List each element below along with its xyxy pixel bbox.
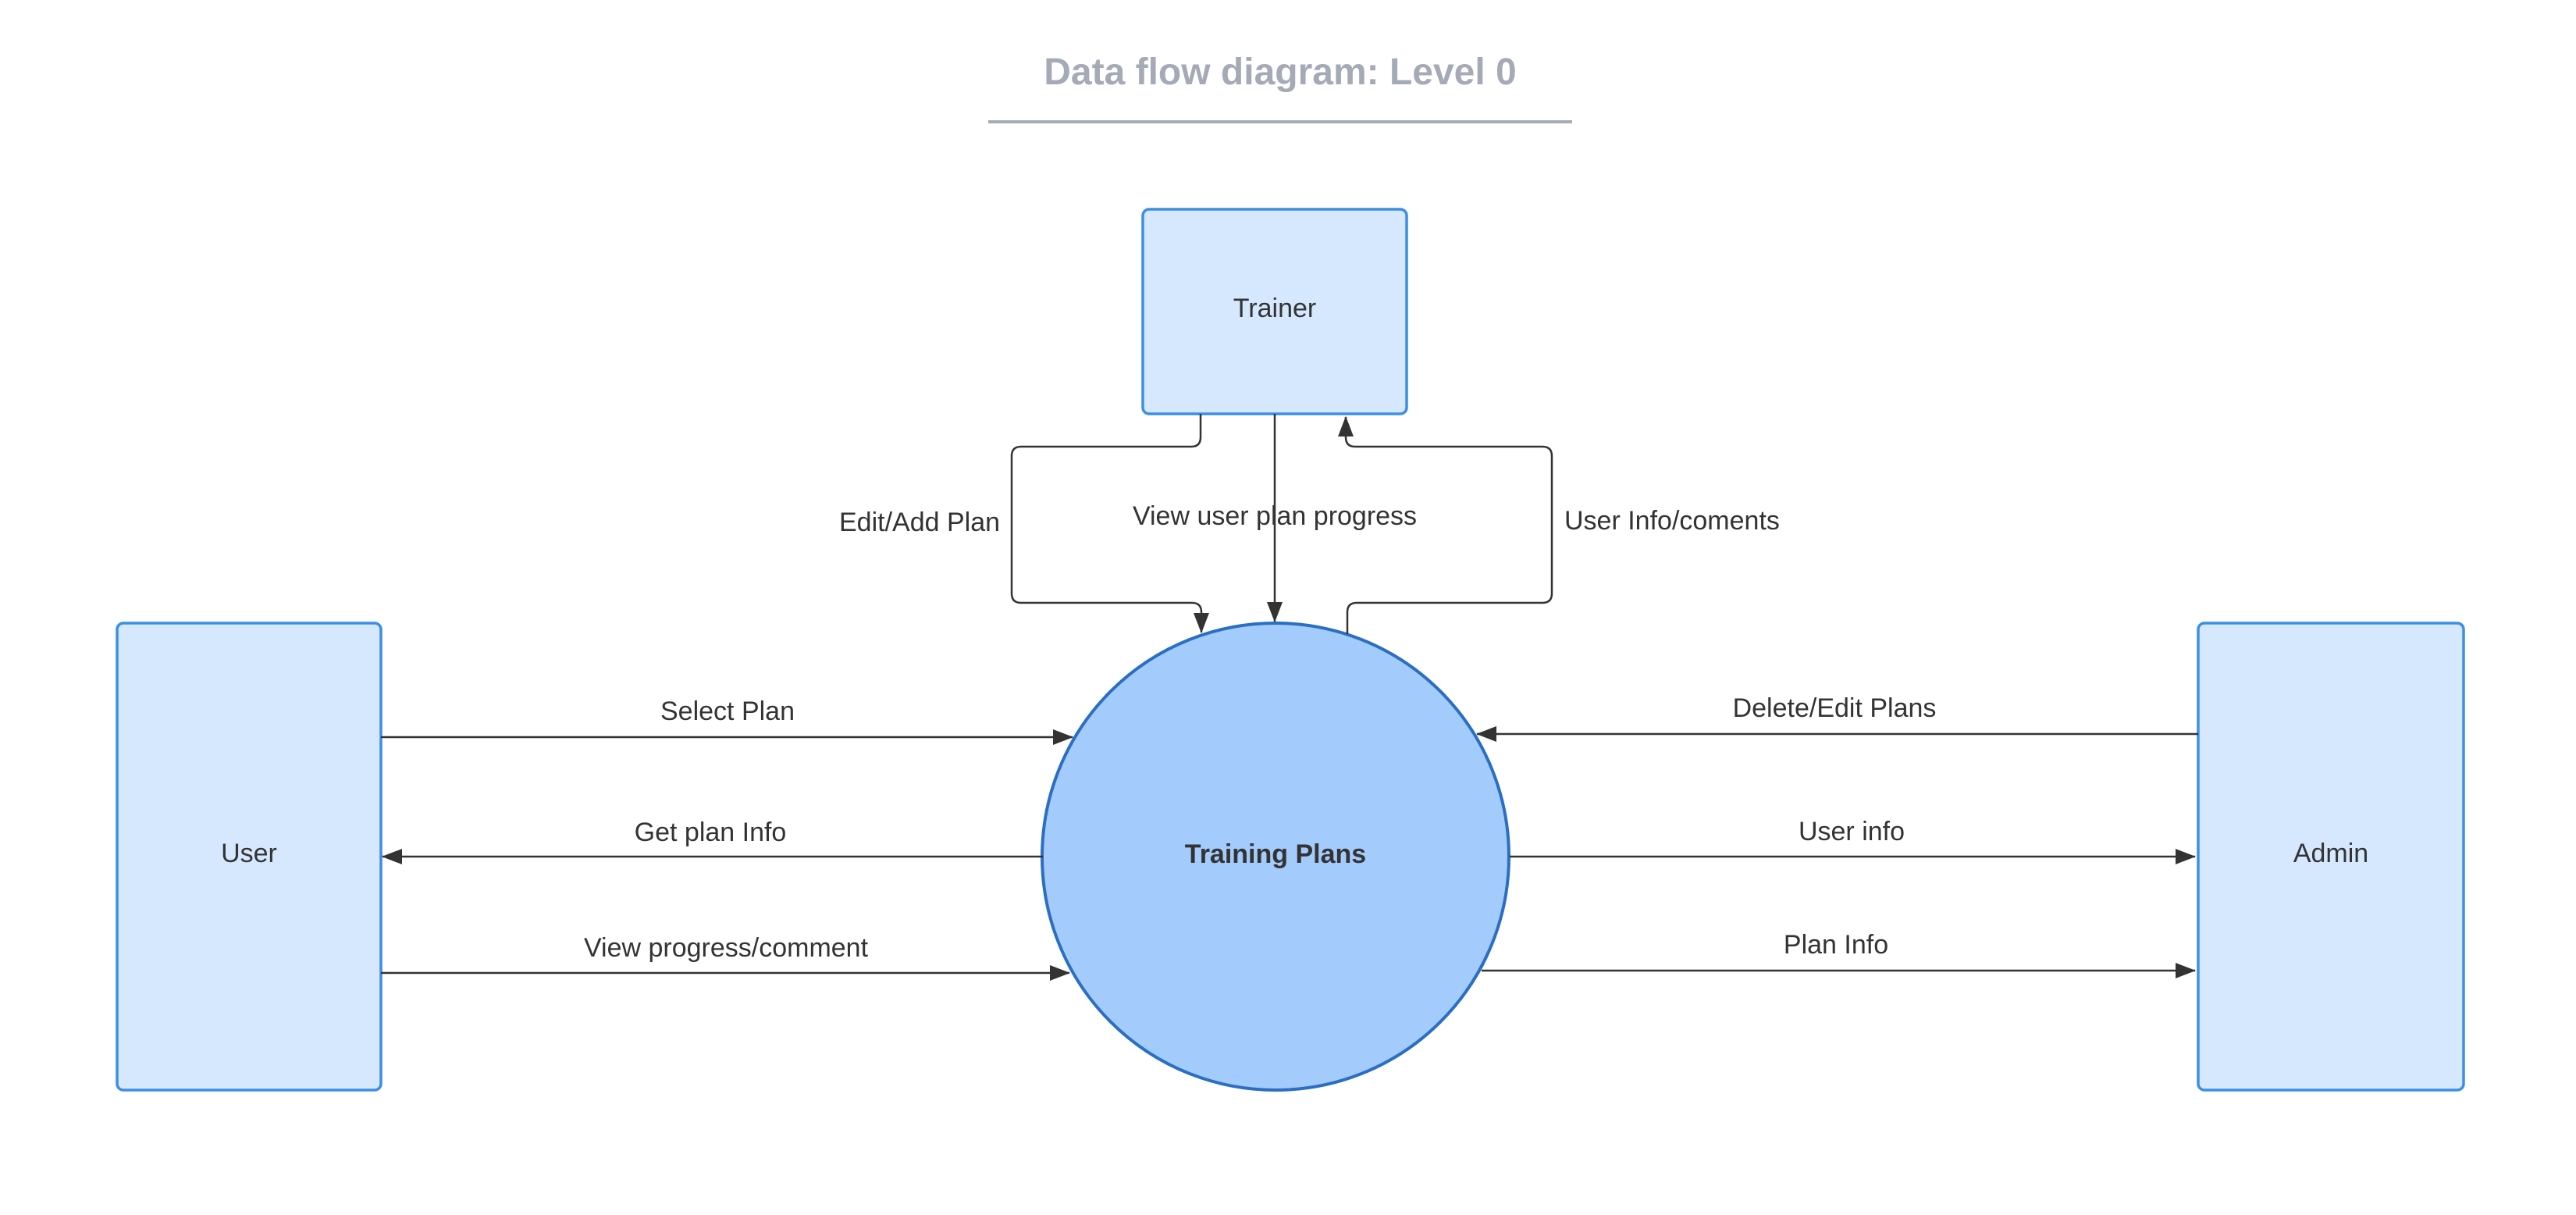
- admin-entity[interactable]: Admin: [2197, 622, 2465, 1092]
- diagram-title: Data flow diagram: Level 0: [1044, 52, 1517, 93]
- user-label: User: [221, 839, 277, 868]
- training-plans-process[interactable]: Training Plans: [1041, 622, 1510, 1092]
- flow-label-user-info: User info: [1799, 817, 1905, 846]
- trainer-entity[interactable]: Trainer: [1141, 208, 1408, 415]
- flow-label-plan-info: Plan Info: [1784, 930, 1888, 960]
- flow-label-get-plan-info: Get plan Info: [635, 818, 787, 847]
- trainer-label: Trainer: [1233, 294, 1316, 323]
- training-plans-label: Training Plans: [1185, 839, 1366, 869]
- flow-label-select-plan: Select Plan: [660, 697, 795, 726]
- flow-edit-add-plan: [1010, 414, 1209, 633]
- flow-label-user-info-coments: User Info/coments: [1564, 506, 1780, 536]
- admin-label: Admin: [2293, 839, 2368, 868]
- flow-label-delete-edit-plans: Delete/Edit Plans: [1733, 693, 1937, 723]
- flow-user-info-coments: [1338, 416, 1553, 634]
- flow-label-view-progress-comment: View progress/comment: [584, 933, 869, 963]
- user-entity[interactable]: User: [116, 622, 382, 1092]
- flow-label-view-user-plan-progress: View user plan progress: [1133, 501, 1417, 531]
- flow-label-edit-add-plan: Edit/Add Plan: [839, 508, 1000, 537]
